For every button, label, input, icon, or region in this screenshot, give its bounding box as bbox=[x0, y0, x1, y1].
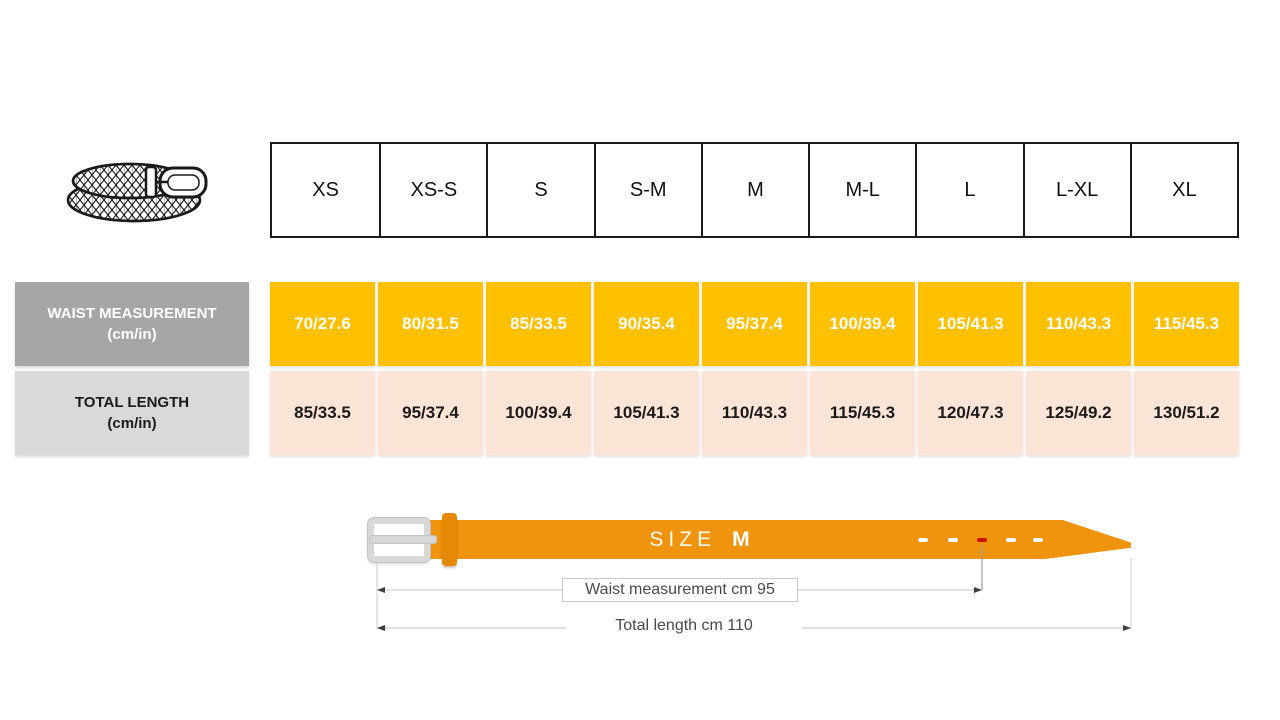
size-word: SIZE bbox=[649, 527, 717, 551]
size-col-xl: XL bbox=[1129, 144, 1237, 236]
waist-value-xs-s: 80/31.5 bbox=[378, 282, 483, 366]
total-length-row-label: TOTAL LENGTH (cm/in) bbox=[15, 371, 249, 455]
waist-value-m: 95/37.4 bbox=[702, 282, 807, 366]
length-value-l-xl: 125/49.2 bbox=[1026, 371, 1131, 455]
length-value-xs-s: 95/37.4 bbox=[378, 371, 483, 455]
total-length-unit: (cm/in) bbox=[107, 415, 157, 432]
waist-value-s-m: 90/35.4 bbox=[594, 282, 699, 366]
waist-measurement-label-text: WAIST MEASUREMENT bbox=[47, 305, 217, 322]
braided-belt-image bbox=[66, 162, 208, 223]
belt-keeper-loop bbox=[442, 513, 457, 566]
size-col-m: M bbox=[700, 144, 808, 236]
waist-measurement-row-label: WAIST MEASUREMENT (cm/in) bbox=[15, 282, 249, 366]
belt-hole bbox=[948, 538, 958, 542]
length-value-xs: 85/33.5 bbox=[270, 371, 375, 455]
belt-size-label: SIZE M bbox=[600, 520, 800, 559]
size-col-s-m: S-M bbox=[593, 144, 701, 236]
waist-measurement-unit: (cm/in) bbox=[107, 326, 157, 343]
waist-value-l-xl: 110/43.3 bbox=[1026, 282, 1131, 366]
total-length-values-row: 85/33.5 95/37.4 100/39.4 105/41.3 110/43… bbox=[270, 371, 1239, 455]
waist-value-s: 85/33.5 bbox=[486, 282, 591, 366]
size-col-l-xl: L-XL bbox=[1022, 144, 1130, 236]
size-value: M bbox=[732, 527, 751, 551]
size-col-xs-s: XS-S bbox=[379, 144, 486, 236]
size-col-m-l: M-L bbox=[808, 144, 915, 236]
waist-value-l: 105/41.3 bbox=[918, 282, 1023, 366]
length-value-m: 110/43.3 bbox=[702, 371, 807, 455]
belt-hole bbox=[1033, 538, 1043, 542]
belt-hole-highlighted-red bbox=[977, 538, 987, 542]
waist-value-xl: 115/45.3 bbox=[1134, 282, 1239, 366]
size-col-xs: XS bbox=[312, 178, 339, 201]
size-col-s: S bbox=[486, 144, 593, 236]
size-header-table: XS XS-S S S-M M M-L L L-XL XL bbox=[270, 142, 1239, 238]
waist-value-m-l: 100/39.4 bbox=[810, 282, 915, 366]
waist-measurement-annotation: Waist measurement cm 95 bbox=[562, 578, 798, 602]
belt-hole bbox=[1006, 538, 1016, 542]
length-value-s-m: 105/41.3 bbox=[594, 371, 699, 455]
length-value-xl: 130/51.2 bbox=[1134, 371, 1239, 455]
belt-buckle-prong bbox=[370, 536, 436, 543]
total-length-annotation: Total length cm 110 bbox=[566, 615, 802, 637]
size-col-l: L bbox=[915, 144, 1022, 236]
waist-measurement-values-row: 70/27.6 80/31.5 85/33.5 90/35.4 95/37.4 … bbox=[270, 282, 1239, 366]
waist-value-xs: 70/27.6 bbox=[270, 282, 375, 366]
total-length-label-text: TOTAL LENGTH bbox=[74, 394, 190, 411]
length-value-m-l: 115/45.3 bbox=[810, 371, 915, 455]
belt-hole bbox=[918, 538, 928, 542]
length-value-s: 100/39.4 bbox=[486, 371, 591, 455]
length-value-l: 120/47.3 bbox=[918, 371, 1023, 455]
